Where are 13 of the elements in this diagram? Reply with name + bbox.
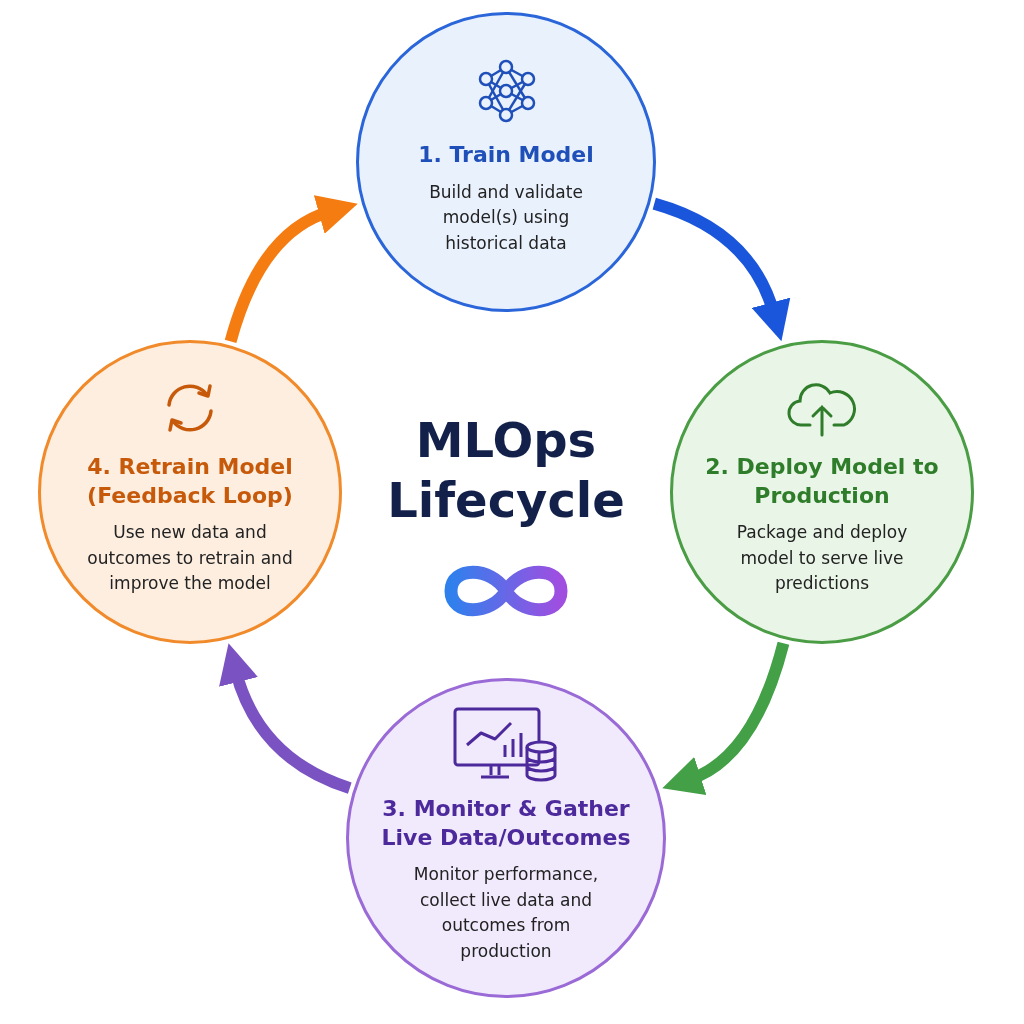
cycle-arrow bbox=[652, 197, 790, 342]
stage-title: 3. Monitor & Gather Live Data/Outcomes bbox=[380, 795, 632, 852]
stage-description: Use new data and outcomes to retrain and improve the model bbox=[86, 521, 294, 596]
cycle-arrow bbox=[662, 641, 790, 794]
cycle-arrow bbox=[219, 643, 352, 794]
diagram-title: MLOps Lifecycle bbox=[386, 411, 626, 530]
stage-description: Package and deploy model to serve live predictions bbox=[735, 521, 909, 596]
stage-description: Build and validate model(s) using historical data bbox=[428, 180, 584, 255]
cycle-arrow bbox=[224, 196, 358, 344]
stage-title: 4. Retrain Model (Feedback Loop) bbox=[86, 453, 294, 510]
stage-title: 2. Deploy Model to Production bbox=[704, 453, 940, 510]
stage-title: 1. Train Model bbox=[417, 141, 595, 169]
stage-description: Monitor performance, collect live data and outcomes from production bbox=[412, 863, 600, 963]
